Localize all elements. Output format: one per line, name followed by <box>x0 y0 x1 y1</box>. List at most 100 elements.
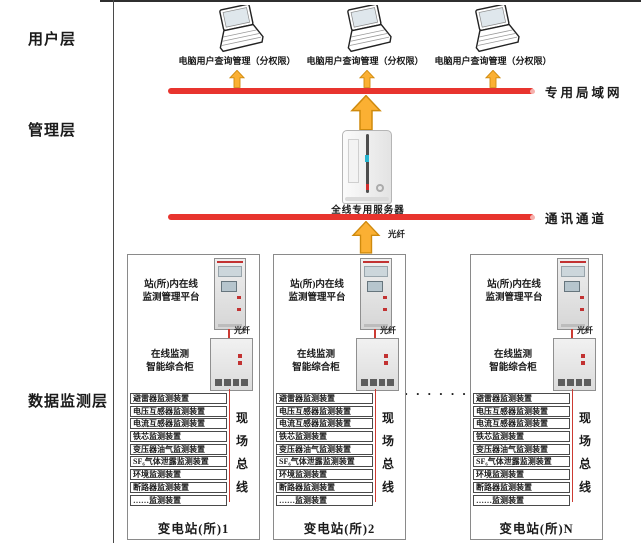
cabinet-label-line2: 智能综合柜 <box>292 363 340 373</box>
device-row: 环境监测装置 <box>130 469 227 481</box>
platform-label-line1: 站(所)内在线 <box>290 280 344 290</box>
up-arrow-icon <box>358 69 376 93</box>
integrated-cabinet-icon <box>553 338 596 391</box>
up-arrow-icon <box>348 94 384 136</box>
device-row: 铁芯监测装置 <box>130 431 227 443</box>
device-row: 环境监测装置 <box>473 469 570 481</box>
device-row: 断路器监测装置 <box>276 481 373 493</box>
channel-network-line <box>168 214 534 220</box>
rack-indicator <box>383 308 387 311</box>
laptop-icon <box>464 3 522 60</box>
server-power-button <box>376 184 384 192</box>
platform-label-line1: 站(所)内在线 <box>144 280 198 290</box>
lan-label: 专用局域网 <box>545 86 623 100</box>
field-bus-label: 现场总线 <box>235 411 248 494</box>
rack-base <box>218 324 242 327</box>
fiber-label: 光纤 <box>380 326 396 335</box>
device-row: ……监测装置 <box>276 494 373 506</box>
platform-label: 站(所)内在线 监测管理平台 <box>471 279 557 305</box>
up-arrow-icon <box>228 69 246 93</box>
channel-line-cap <box>530 214 535 220</box>
rack-screen <box>564 281 580 292</box>
table-top-border <box>100 0 641 2</box>
device-row: 电压互感器监测装置 <box>276 405 373 417</box>
cabinet-label-line1: 在线监测 <box>150 350 189 360</box>
cabinet-label-line2: 智能综合柜 <box>489 363 537 373</box>
fiber-connector-line <box>228 329 230 338</box>
device-row: SF₆气体泄露监测装置 <box>130 456 227 468</box>
rack-base <box>364 324 388 327</box>
fiber-connector-line <box>571 329 573 338</box>
device-row: 电压互感器监测装置 <box>473 405 570 417</box>
server-slot <box>348 139 359 183</box>
field-bus-label: 现场总线 <box>381 411 394 494</box>
substation-box-1: 站(所)内在线 监测管理平台 光纤 在线监测 智能综合柜 避雷器监测装置电压互感… <box>127 254 260 540</box>
device-row: 断路器监测装置 <box>130 481 227 493</box>
fiber-label: 光纤 <box>388 229 406 239</box>
device-row: 环境监测装置 <box>276 469 373 481</box>
rack-red-line <box>363 261 389 263</box>
platform-label-line1: 站(所)内在线 <box>487 280 541 290</box>
device-list: 避雷器监测装置电压互感器监测装置电流互感器监测装置铁芯监测装置变压器油气监测装置… <box>276 393 373 507</box>
device-row: 避雷器监测装置 <box>130 393 227 404</box>
device-row: 避雷器监测装置 <box>473 393 570 404</box>
cabinet-label: 在线监测 智能综合柜 <box>274 349 358 375</box>
laptop-label: 电脑用户查询管理（分权限） <box>178 56 296 66</box>
rack-indicator <box>237 308 241 311</box>
device-row: SF₆气体泄露监测装置 <box>276 456 373 468</box>
cabinet-vents <box>558 379 591 386</box>
table-column-divider <box>113 0 114 543</box>
substation-name: 变电站(所)N <box>499 522 574 536</box>
platform-label-line2: 监测管理平台 <box>142 293 200 303</box>
device-row: 避雷器监测装置 <box>276 393 373 404</box>
platform-label: 站(所)内在线 监测管理平台 <box>274 279 360 305</box>
substation-box-n: 站(所)内在线 监测管理平台 光纤 在线监测 智能综合柜 避雷器监测装置电压互感… <box>470 254 603 540</box>
device-row: 电流互感器监测装置 <box>473 418 570 430</box>
device-row: 电压互感器监测装置 <box>130 405 227 417</box>
cabinet-mark <box>384 354 388 358</box>
cabinet-label-line1: 在线监测 <box>493 350 532 360</box>
device-row: 变压器油气监测装置 <box>276 443 373 455</box>
substation-name: 变电站(所)1 <box>157 522 230 536</box>
device-list: 避雷器监测装置电压互感器监测装置电流互感器监测装置铁芯监测装置变压器油气监测装置… <box>473 393 570 507</box>
device-row: 变压器油气监测装置 <box>130 443 227 455</box>
cabinet-vents <box>361 379 394 386</box>
fiber-connector-line <box>374 329 376 338</box>
channel-label: 通讯通道 <box>545 212 608 226</box>
cabinet-mark <box>581 354 585 358</box>
layer-label-management: 管理层 <box>28 122 77 139</box>
rack-red-line <box>560 261 586 263</box>
rack-panel <box>561 266 585 277</box>
substation-box-2: 站(所)内在线 监测管理平台 光纤 在线监测 智能综合柜 避雷器监测装置电压互感… <box>273 254 406 540</box>
laptop-label: 电脑用户查询管理（分权限） <box>306 56 424 66</box>
device-row: 断路器监测装置 <box>473 481 570 493</box>
lan-network-line <box>168 88 534 94</box>
layer-label-data-monitoring: 数据监测层 <box>28 393 109 410</box>
platform-label: 站(所)内在线 监测管理平台 <box>128 279 214 305</box>
cabinet-mark <box>384 361 388 365</box>
server-stripe <box>366 134 369 193</box>
rack-indicator <box>237 296 241 299</box>
device-row: 电流互感器监测装置 <box>130 418 227 430</box>
server-label: 全线专用服务器 <box>331 206 405 216</box>
field-bus-line <box>375 389 376 502</box>
integrated-cabinet-icon <box>210 338 253 391</box>
up-arrow-icon <box>349 220 383 259</box>
device-row: ……监测装置 <box>473 494 570 506</box>
rack-red-line <box>217 261 243 263</box>
device-row: 变压器油气监测装置 <box>473 443 570 455</box>
laptop-icon <box>336 3 394 60</box>
rack-panel <box>218 266 242 277</box>
device-row: 电流互感器监测装置 <box>276 418 373 430</box>
cabinet-label: 在线监测 智能综合柜 <box>471 349 555 375</box>
rack-indicator <box>580 308 584 311</box>
field-bus-line <box>229 389 230 502</box>
ellipsis-dots: · · · · · · · <box>404 386 480 401</box>
fiber-label: 光纤 <box>577 326 593 335</box>
monitoring-platform-cabinet-icon <box>360 258 392 330</box>
cabinet-label-line2: 智能综合柜 <box>146 363 194 373</box>
device-row: ……监测装置 <box>130 494 227 506</box>
cabinet-mark <box>581 361 585 365</box>
tower-server-icon <box>342 130 392 204</box>
